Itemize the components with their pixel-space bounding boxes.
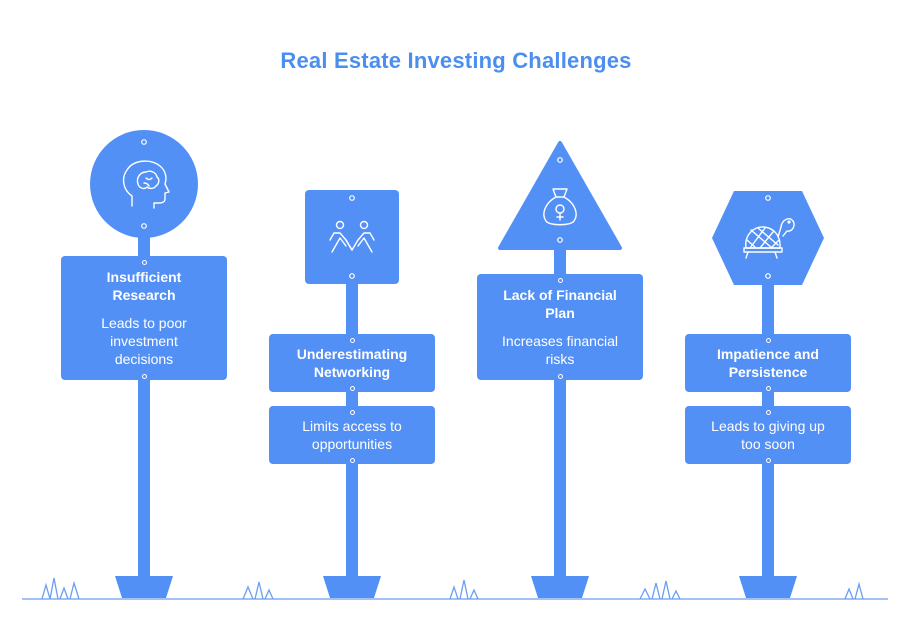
base-patience: [739, 576, 797, 598]
sign-heading: Lack of Financial Plan: [503, 287, 617, 321]
head-brain-icon: [122, 160, 170, 209]
sign-panel-patience-heading: Impatience and Persistence: [685, 334, 851, 392]
ground: [22, 577, 888, 600]
hole: [349, 409, 355, 415]
sign-top-circle: [90, 130, 198, 238]
sign-panel-patience-description: Leads to giving up too soon: [685, 406, 851, 464]
hole: [765, 457, 771, 463]
hole: [765, 195, 771, 201]
sign-heading: Insufficient Research: [106, 269, 182, 303]
grass-tuft: [242, 581, 274, 600]
sign-description: Increases financial risks: [502, 333, 618, 367]
grass-tuft: [41, 577, 80, 600]
hole: [349, 337, 355, 343]
sign-description: Leads to giving up too soon: [711, 418, 825, 452]
hole: [765, 273, 771, 279]
diagram-title: Real Estate Investing Challenges: [280, 48, 632, 73]
hole: [349, 273, 355, 279]
sign-panel-networking-description: Limits access to opportunities: [269, 406, 435, 464]
hole: [557, 277, 563, 283]
hole: [141, 139, 147, 145]
sign-panel-financial: Lack of Financial Plan Increases financi…: [477, 274, 643, 380]
hole: [557, 157, 563, 163]
grass-tuft: [449, 579, 479, 600]
base-research: [115, 576, 173, 598]
hole: [349, 457, 355, 463]
sign-top-square: [305, 190, 399, 284]
sign-description: Limits access to opportunities: [302, 418, 402, 452]
base-financial: [531, 576, 589, 598]
hole: [765, 409, 771, 415]
base-networking: [323, 576, 381, 598]
sign-panel-research: Insufficient Research Leads to poor inve…: [61, 256, 227, 380]
sign-description: Leads to poor investment decisions: [101, 315, 187, 367]
hole: [349, 195, 355, 201]
sign-panel-networking-heading: Underestimating Networking: [269, 334, 435, 392]
hole: [141, 373, 147, 379]
turtle-icon: [743, 218, 795, 259]
hole: [349, 385, 355, 391]
hole: [141, 259, 147, 265]
sign-top-triangle: [498, 141, 622, 250]
hole: [141, 223, 147, 229]
hole: [557, 237, 563, 243]
hole: [765, 385, 771, 391]
sign-heading: Impatience and Persistence: [717, 346, 819, 380]
hole: [765, 337, 771, 343]
grass-tuft: [639, 580, 681, 600]
grass-tuft: [844, 581, 864, 600]
people-network-icon: [329, 220, 375, 253]
money-bag-icon: [543, 188, 577, 226]
hole: [557, 373, 563, 379]
sign-heading: Underestimating Networking: [296, 346, 408, 380]
